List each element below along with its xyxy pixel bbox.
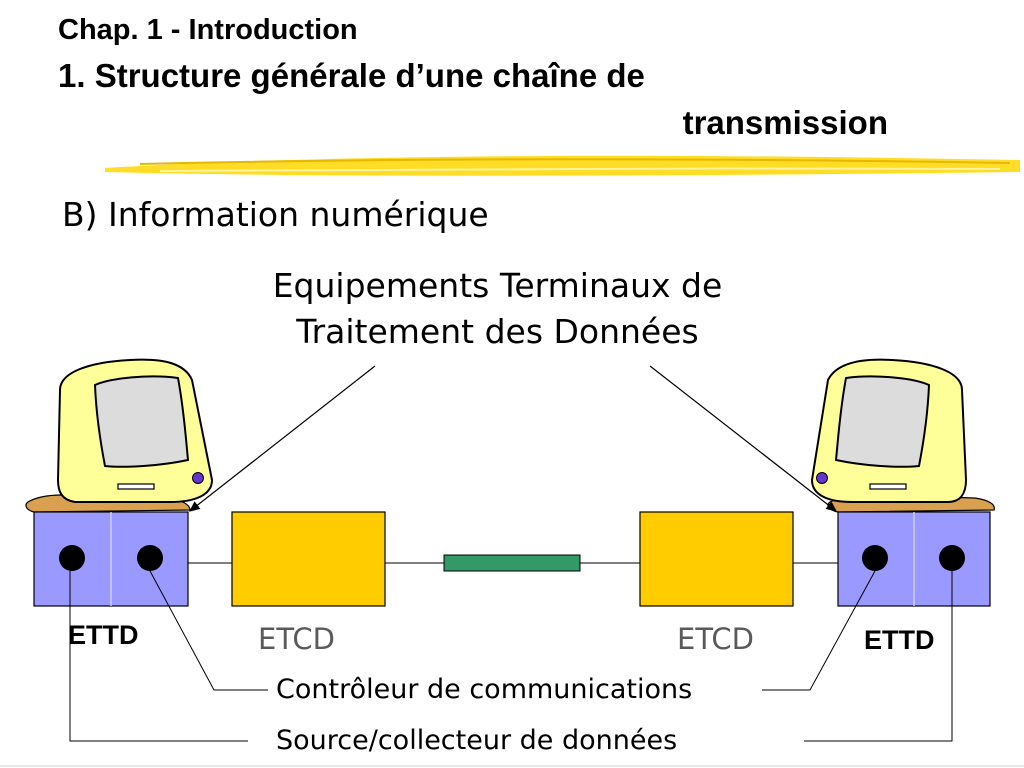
slide-title-line2: transmission — [682, 104, 888, 141]
right-etcd-label: ETCD — [677, 622, 754, 656]
callout-label-line1: Equipements Terminaux de — [272, 266, 723, 305]
right-etcd-box — [639, 511, 794, 607]
callout-arrow-right — [649, 365, 837, 512]
right-ettd-box — [837, 511, 991, 607]
right-ettd-label: ETTD — [864, 625, 935, 655]
left-etcd-box — [231, 511, 386, 607]
controller-leader-lines — [149, 570, 876, 691]
left-etcd-label: ETCD — [258, 622, 335, 656]
callout-arrow-left — [189, 365, 376, 512]
computer-icon — [25, 358, 214, 513]
computer-icon — [810, 358, 995, 513]
source-leader-lines — [69, 571, 953, 742]
controller-label: Contrôleur de communications — [272, 674, 697, 705]
chapter-title: Chap. 1 - Introduction — [58, 14, 358, 46]
left-ettd-label: ETTD — [68, 620, 139, 650]
slide-title-line1: 1. Structure générale d’une chaîne de — [58, 57, 645, 94]
section-subtitle: B) Information numérique — [62, 195, 489, 234]
title-underline — [105, 155, 1020, 176]
source-label: Source/collecteur de données — [272, 725, 682, 756]
left-ettd-box — [33, 511, 189, 607]
callout-label-line2: Traitement des Données — [296, 312, 699, 351]
transmission-channel — [443, 554, 581, 572]
